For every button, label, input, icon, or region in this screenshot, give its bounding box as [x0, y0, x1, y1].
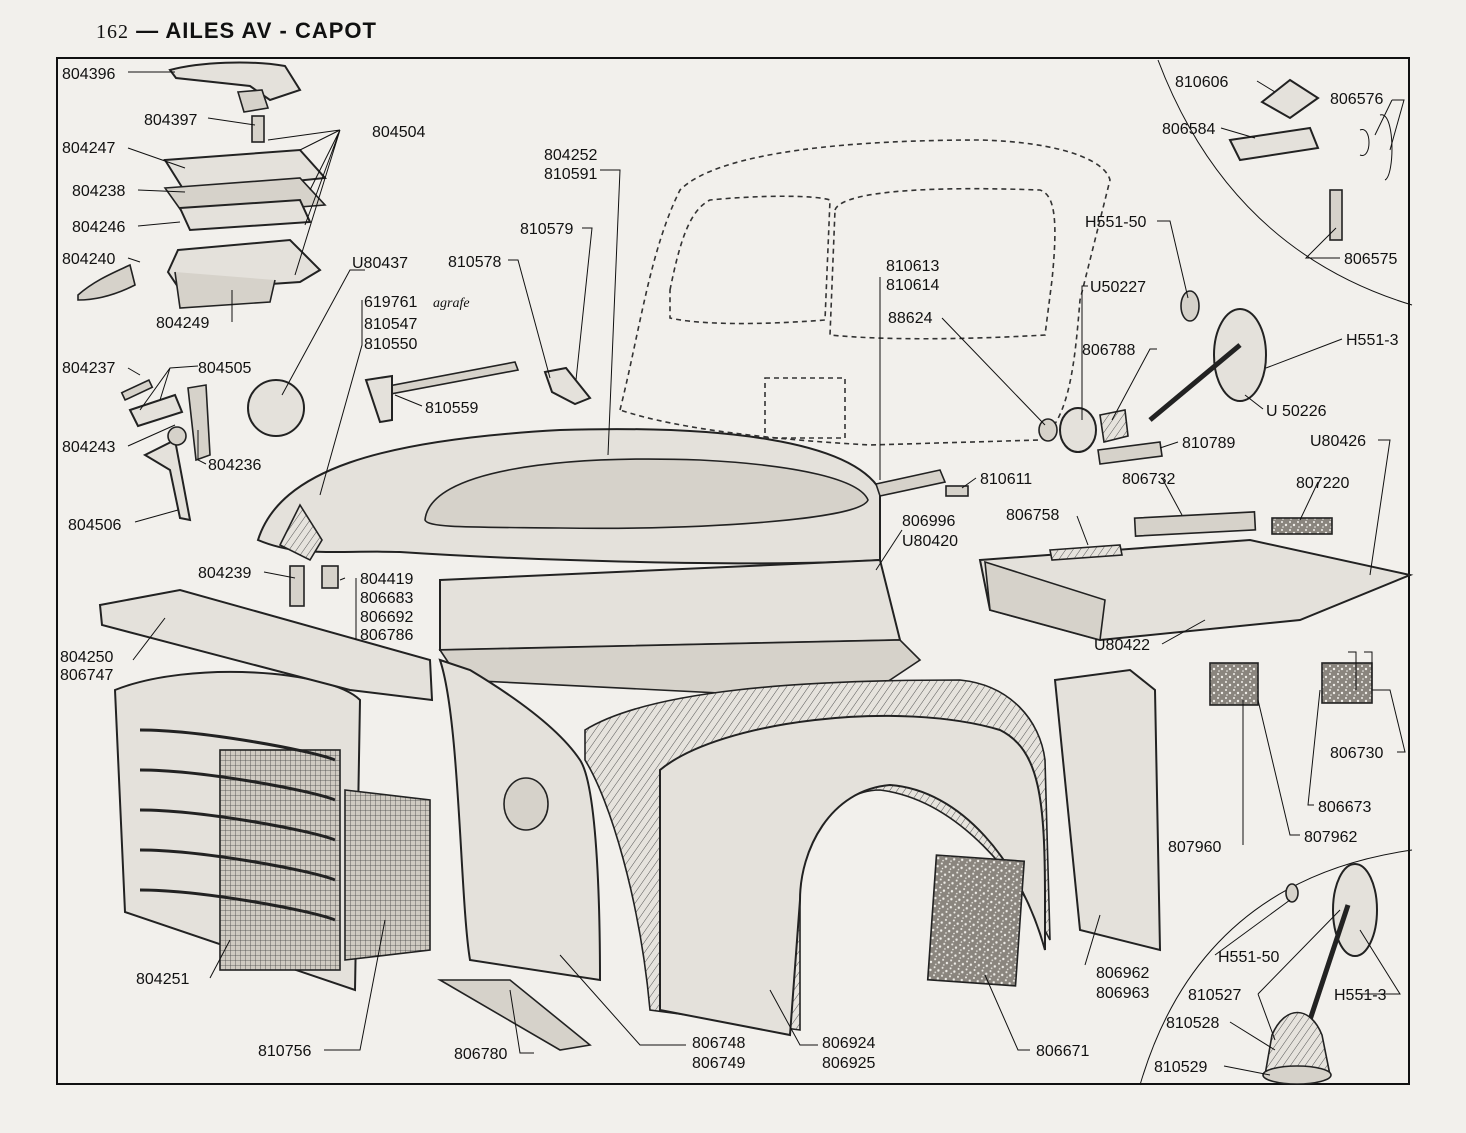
label-807220: 807220: [1296, 475, 1349, 492]
page-title: — AILES AV - CAPOT: [136, 18, 377, 43]
label-806730: 806730: [1330, 745, 1383, 762]
mirror-assembly-lower: [1262, 863, 1378, 1085]
side-splash-panel: [1053, 668, 1162, 952]
inset-divider-top-right: [1157, 59, 1413, 306]
label-810613: 810613: [886, 258, 939, 275]
hood-hinge: [874, 469, 969, 497]
label-804238: 804238: [72, 183, 125, 200]
label-804506: 804506: [68, 517, 121, 534]
label-810606: 810606: [1175, 74, 1228, 91]
label-806748: 806748: [692, 1035, 745, 1052]
label-804396: 804396: [62, 66, 115, 83]
label-h551-3-lower: H551-3: [1334, 987, 1387, 1004]
front-grille: [113, 670, 431, 992]
inset-hinge-parts: [1228, 78, 1393, 241]
label-804250: 804250: [60, 649, 113, 666]
part-labels: 804396 804397 804504 804247 804238 80424…: [60, 66, 1399, 1076]
label-u80426: U80426: [1310, 433, 1366, 450]
label-h551-50-lower: H551-50: [1218, 949, 1279, 966]
page-number: 162: [96, 21, 129, 43]
label-806780: 806780: [454, 1046, 507, 1063]
label-u50227: U50227: [1090, 279, 1146, 296]
mud-flap: [926, 854, 1026, 987]
label-810528: 810528: [1166, 1015, 1219, 1032]
label-810756: 810756: [258, 1043, 311, 1060]
label-agrafe: agrafe: [433, 296, 470, 311]
label-804397: 804397: [144, 112, 197, 129]
label-806925: 806925: [822, 1055, 875, 1072]
label-804236: 804236: [208, 457, 261, 474]
label-806671: 806671: [1036, 1043, 1089, 1060]
label-804240: 804240: [62, 251, 115, 268]
hood-support-rods: [364, 361, 592, 424]
label-807962: 807962: [1304, 829, 1357, 846]
label-810611: 810611: [980, 471, 1032, 488]
label-810529: 810529: [1154, 1059, 1207, 1076]
label-810550: 810550: [364, 336, 417, 353]
label-804252: 804252: [544, 147, 597, 164]
badge-disc: [247, 379, 305, 437]
label-804505: 804505: [198, 360, 251, 377]
label-h551-50-upper: H551-50: [1085, 214, 1146, 231]
label-804243: 804243: [62, 439, 115, 456]
label-804419: 804419: [360, 571, 413, 588]
hood-panel: [256, 428, 881, 565]
label-619761: 619761: [364, 294, 417, 311]
label-806673: 806673: [1318, 799, 1371, 816]
label-u50226: U 50226: [1266, 403, 1327, 420]
label-806962: 806962: [1096, 965, 1149, 982]
cab-outline-dashed: [619, 139, 1111, 446]
label-804237: 804237: [62, 360, 115, 377]
label-806575: 806575: [1344, 251, 1397, 268]
label-804247: 804247: [62, 140, 115, 157]
label-804249: 804249: [156, 315, 209, 332]
hood-latch-parts: [77, 61, 328, 309]
label-806749: 806749: [692, 1055, 745, 1072]
label-810527: 810527: [1188, 987, 1241, 1004]
label-806683: 806683: [360, 590, 413, 607]
label-810579: 810579: [520, 221, 573, 238]
grille-cross-member: [98, 565, 434, 702]
label-h551-3-upper: H551-3: [1346, 332, 1399, 349]
label-810547: 810547: [364, 316, 417, 333]
label-u80420: U80420: [902, 533, 958, 550]
label-810789: 810789: [1182, 435, 1235, 452]
front-fender: [437, 658, 1051, 1051]
label-806924: 806924: [822, 1035, 875, 1052]
label-806576: 806576: [1330, 91, 1383, 108]
frame-brackets: [1209, 651, 1373, 706]
label-810578: 810578: [448, 254, 501, 271]
label-807960: 807960: [1168, 839, 1221, 856]
label-806732: 806732: [1122, 471, 1175, 488]
label-804251: 804251: [136, 971, 189, 988]
inset-divider-bottom-right: [1139, 849, 1413, 1086]
label-u80437: U80437: [352, 255, 408, 272]
label-88624: 88624: [888, 310, 933, 327]
label-806758: 806758: [1006, 507, 1059, 524]
label-810559: 810559: [425, 400, 478, 417]
label-810591: 810591: [544, 166, 597, 183]
label-u80422: U80422: [1094, 637, 1150, 654]
front-cowl: [438, 558, 922, 701]
diagram-frame: [56, 57, 1410, 1085]
label-806692: 806692: [360, 609, 413, 626]
label-806788: 806788: [1082, 342, 1135, 359]
label-810614: 810614: [886, 277, 939, 294]
label-806584: 806584: [1162, 121, 1215, 138]
page-header: 162 — AILES AV - CAPOT: [96, 18, 377, 44]
running-board-frame: [978, 511, 1414, 642]
label-806747: 806747: [60, 667, 113, 684]
label-804246: 804246: [72, 219, 125, 236]
label-804504: 804504: [372, 124, 425, 141]
safety-catch-parts: [120, 378, 211, 522]
label-806963: 806963: [1096, 985, 1149, 1002]
label-804239: 804239: [198, 565, 251, 582]
label-806996: 806996: [902, 513, 955, 530]
leader-lines: [127, 71, 1406, 1076]
label-806786: 806786: [360, 627, 413, 644]
